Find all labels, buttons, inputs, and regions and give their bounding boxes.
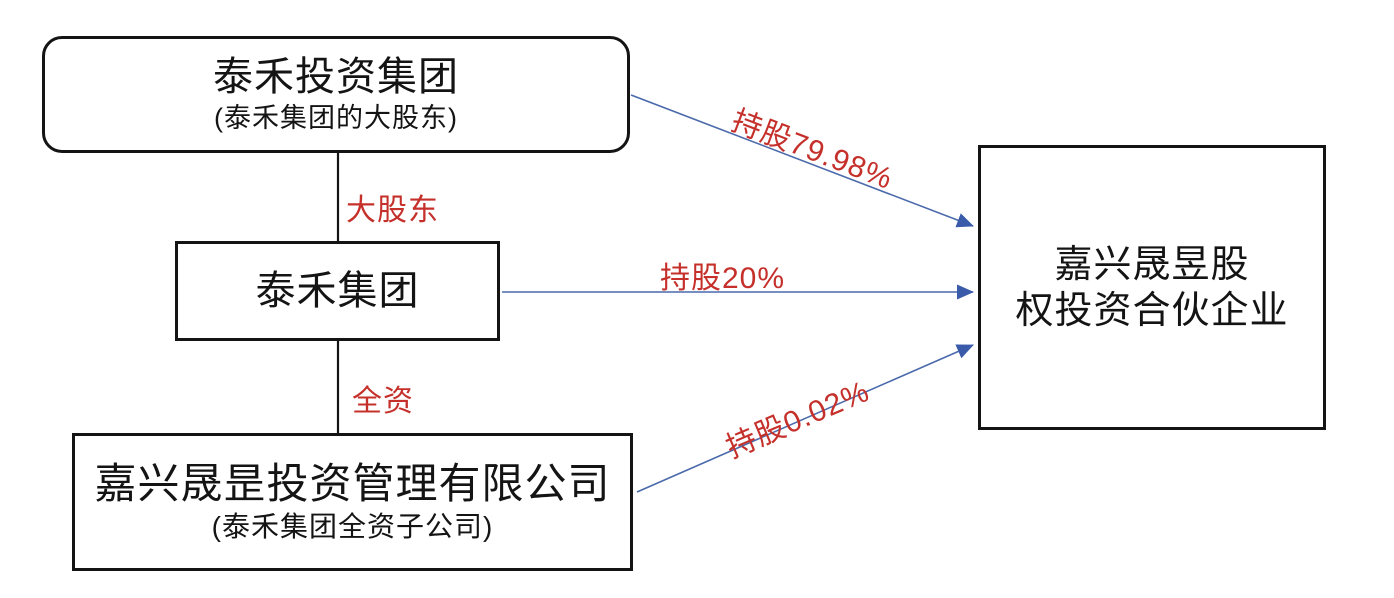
node-jiaxing-partnership: 嘉兴晟昱股 权投资合伙企业 xyxy=(978,145,1326,430)
node-taihe-group-title: 泰禾集团 xyxy=(255,269,420,313)
node-jiaxing-investment-management-subtitle: (泰禾集团全资子公司) xyxy=(211,511,494,543)
arrow-stake-79-98 xyxy=(630,94,974,228)
label-wholly-owned: 全资 xyxy=(352,385,414,418)
node-taihe-investment-group-title: 泰禾投资集团 xyxy=(213,55,459,100)
node-taihe-investment-group: 泰禾投资集团 (泰禾集团的大股东) xyxy=(42,36,630,153)
label-stake-20: 持股20% xyxy=(660,262,786,295)
node-jiaxing-investment-management-title: 嘉兴晟昰投资管理有限公司 xyxy=(94,460,611,508)
label-major-shareholder: 大股东 xyxy=(346,194,439,227)
node-jiaxing-partnership-title-line2: 权投资合伙企业 xyxy=(1015,289,1289,332)
node-taihe-investment-group-subtitle: (泰禾集团的大股东) xyxy=(214,103,458,134)
node-jiaxing-investment-management: 嘉兴晟昰投资管理有限公司 (泰禾集团全资子公司) xyxy=(72,433,633,571)
node-jiaxing-partnership-title-line1: 嘉兴晟昱股 xyxy=(1054,243,1250,286)
node-taihe-group: 泰禾集团 xyxy=(175,241,500,341)
arrow-stake-0-02 xyxy=(636,344,974,493)
